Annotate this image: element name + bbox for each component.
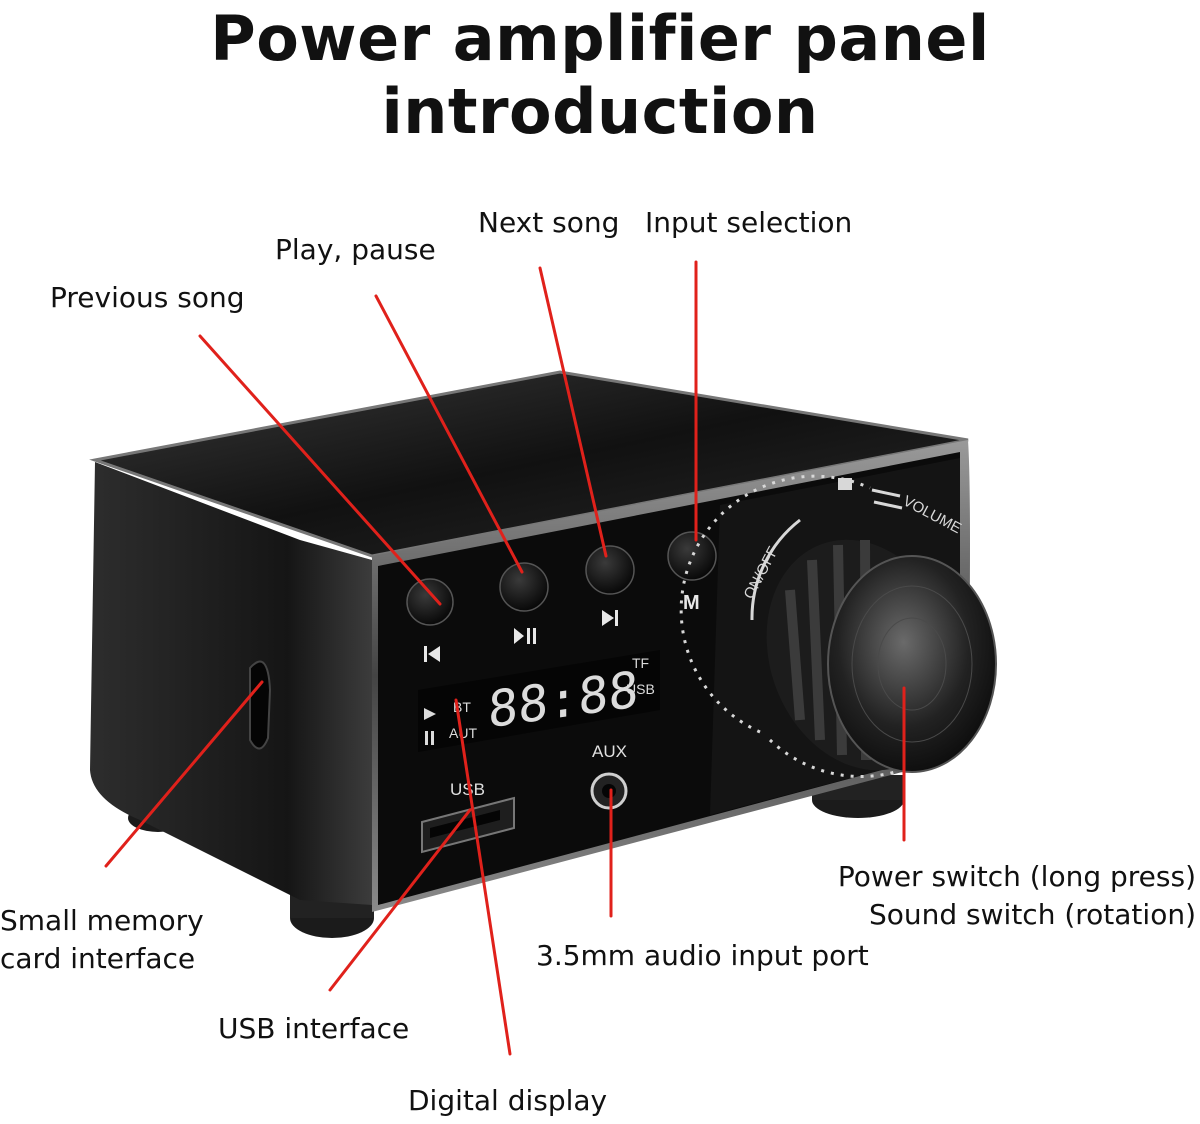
display-tf: TF	[632, 655, 649, 671]
pointer-usb-interface	[328, 808, 472, 992]
input-selection-button[interactable]	[667, 531, 717, 581]
display-play-icon	[424, 708, 436, 720]
aux-label: AUX	[592, 742, 627, 761]
pointer-previous-song	[198, 334, 442, 606]
pointer-memory-card	[104, 680, 264, 868]
label-power-switch-line2: Sound switch (rotation)	[868, 898, 1196, 931]
pointer-digital-display	[454, 698, 512, 1056]
display-usb: USB	[626, 681, 655, 697]
previous-icon	[424, 646, 440, 662]
input-mode-symbol: M	[683, 592, 700, 614]
next-song-button[interactable]	[585, 545, 635, 595]
label-usb-interface: USB interface	[218, 1012, 410, 1045]
usb-port-inner	[430, 810, 500, 838]
pointer-next-song	[538, 266, 608, 558]
next-icon	[602, 610, 618, 626]
aux-jack-hole	[602, 784, 616, 798]
label-next-song: Next song	[478, 206, 620, 239]
label-memory-card-line1: Small memory	[0, 904, 204, 937]
label-memory-card: Small memory card interface	[0, 902, 204, 978]
page-title: Power amplifier panel introduction	[210, 2, 990, 148]
play-pause-icon	[514, 628, 536, 644]
pointer-lines	[104, 260, 906, 1056]
label-play-pause: Play, pause	[275, 233, 436, 266]
label-power-switch-line1: Power switch (long press)	[837, 860, 1196, 893]
device-left-side	[90, 462, 372, 905]
label-input-selection: Input selection	[645, 206, 853, 239]
label-audio-input: 3.5mm audio input port	[536, 939, 869, 972]
display-aut: AUT	[449, 725, 477, 741]
play-pause-button[interactable]	[499, 562, 549, 612]
pointer-play-pause	[374, 294, 524, 574]
volume-scale	[679, 474, 903, 778]
label-digital-display: Digital display	[408, 1084, 608, 1117]
label-power-switch: Power switch (long press) Sound switch (…	[838, 858, 1196, 934]
display-pause-icon	[425, 731, 434, 745]
previous-song-button[interactable]	[406, 578, 454, 626]
volume-mark	[838, 478, 852, 490]
label-memory-card-line2: card interface	[0, 942, 196, 975]
memory-card-slot[interactable]	[249, 660, 272, 750]
usb-slot-label: USB	[450, 780, 485, 799]
label-previous-song: Previous song	[50, 281, 245, 314]
volume-knob[interactable]	[735, 513, 997, 798]
